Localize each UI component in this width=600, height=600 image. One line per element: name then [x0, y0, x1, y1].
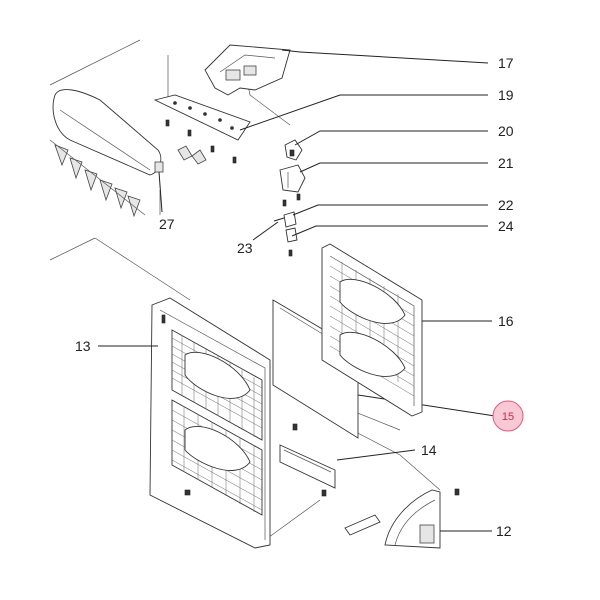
- callout-16: 16: [498, 313, 514, 329]
- part-19-circuit-board: [153, 94, 251, 165]
- callout-21: 21: [498, 155, 514, 171]
- callout-19: 19: [498, 87, 514, 103]
- part-14-small-filter: [279, 423, 416, 497]
- part-24-latch: [285, 227, 298, 257]
- callout-labels: 17 19 20 21 22 24 23 27 16 13 14 12: [75, 55, 514, 539]
- part-20-holder: [284, 139, 303, 161]
- callout-15[interactable]: 15: [502, 411, 514, 423]
- part-16-air-filter: [321, 243, 492, 417]
- callout-14: 14: [421, 442, 437, 458]
- part-13-front-frame: [98, 297, 271, 549]
- part-12-side-panel: [384, 488, 492, 549]
- callout-17: 17: [498, 55, 514, 71]
- highlight-circle[interactable]: [492, 400, 524, 432]
- callout-13: 13: [75, 338, 91, 354]
- part-27-clip: [154, 161, 164, 213]
- callout-27: 27: [159, 216, 175, 232]
- callout-20: 20: [498, 123, 514, 139]
- loose-strip: [344, 514, 381, 536]
- callout-24: 24: [498, 218, 514, 234]
- part-22-connector: [273, 211, 297, 228]
- leader-lines: [239, 51, 489, 241]
- callout-23: 23: [237, 240, 253, 256]
- part-21-bracket: [279, 164, 306, 207]
- callout-15-highlight[interactable]: 15: [492, 400, 524, 432]
- louvre-roller: [49, 89, 162, 218]
- part-17-bracket: [204, 44, 301, 96]
- callout-22: 22: [498, 197, 514, 213]
- callout-12: 12: [496, 523, 512, 539]
